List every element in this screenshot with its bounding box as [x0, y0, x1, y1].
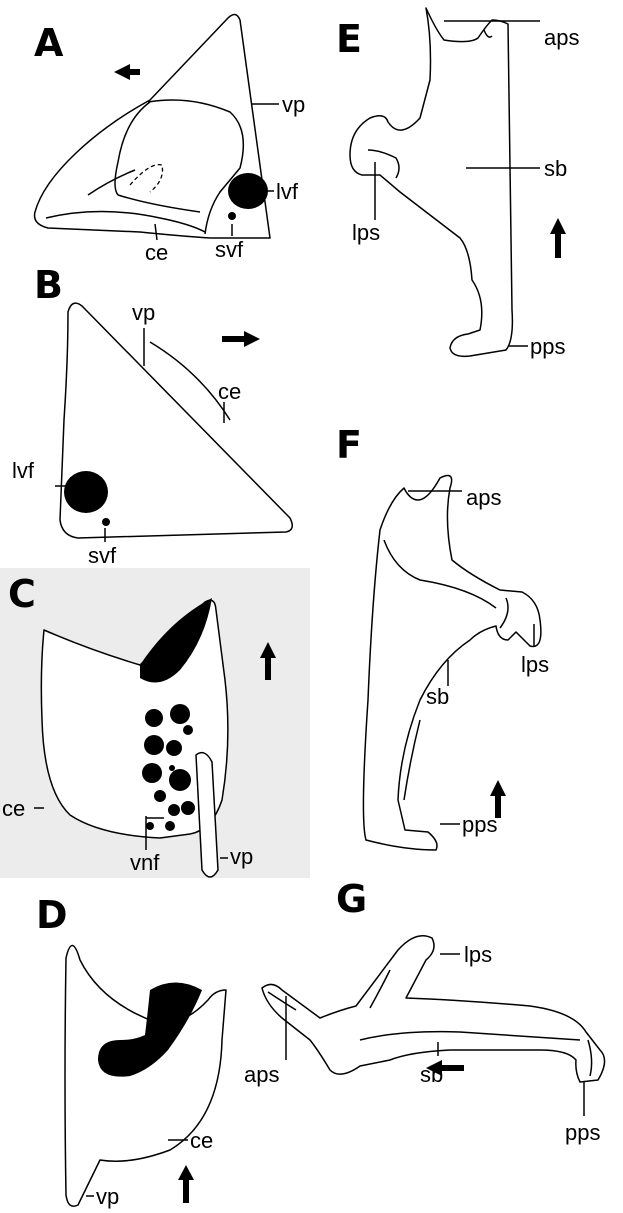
panel-b-letter: B	[34, 263, 63, 307]
panel-b-label-ce: ce	[218, 379, 241, 404]
panel-f-letter: F	[336, 423, 362, 467]
up-arrow-icon	[550, 218, 566, 258]
panel-g-drawing	[262, 936, 605, 1082]
panel-a-label-lvf: lvf	[276, 179, 299, 204]
panel-b-label-vp: vp	[132, 300, 155, 325]
panel-g-letter: G	[336, 877, 367, 921]
panel-a-label-vp: vp	[282, 92, 305, 117]
panel-d-label-ce: ce	[190, 1128, 213, 1153]
panel-g-label-pps: pps	[565, 1120, 600, 1145]
panel-b: B vp ce lvf svf	[12, 263, 292, 568]
panel-b-label-lvf: lvf	[12, 458, 35, 483]
left-arrow-icon	[114, 64, 140, 80]
panel-e-label-lps: lps	[352, 220, 380, 245]
panel-c-label-vnf: vnf	[130, 850, 160, 875]
panel-a: A vp lvf ce svf	[34, 14, 305, 265]
panel-g-label-sb: sb	[420, 1062, 443, 1087]
panel-d-letter: D	[36, 893, 68, 937]
panel-a-label-ce: ce	[145, 240, 168, 265]
panel-a-letter: A	[34, 21, 64, 65]
panel-g: G lps aps sb pps	[244, 877, 605, 1145]
panel-a-label-svf: svf	[215, 237, 244, 262]
panel-c-label-ce: ce	[2, 796, 25, 821]
panel-a-drawing	[35, 14, 270, 238]
panel-f-label-lps: lps	[521, 652, 549, 677]
panel-g-label-lps: lps	[464, 942, 492, 967]
panel-b-large-foramen	[64, 471, 108, 513]
panel-g-label-aps: aps	[244, 1062, 279, 1087]
panel-f: F aps lps sb pps	[336, 423, 549, 850]
panel-a-small-foramen	[228, 212, 236, 220]
panel-f-label-pps: pps	[462, 812, 497, 837]
panel-e-label-aps: aps	[544, 25, 579, 50]
panel-d-label-vp: vp	[96, 1184, 119, 1209]
panel-e: E aps sb lps pps	[336, 8, 579, 359]
panel-e-label-sb: sb	[544, 156, 567, 181]
right-arrow-icon	[222, 331, 260, 347]
panel-e-label-pps: pps	[530, 334, 565, 359]
panel-b-label-svf: svf	[88, 543, 117, 568]
panel-b-small-foramen	[102, 518, 110, 526]
panel-e-letter: E	[336, 17, 362, 61]
panel-c: C ce	[0, 568, 310, 878]
up-arrow-icon	[178, 1165, 194, 1203]
panel-f-drawing	[363, 476, 540, 850]
panel-f-label-sb: sb	[426, 684, 449, 709]
panel-c-letter: C	[8, 572, 36, 616]
panel-f-label-aps: aps	[466, 485, 501, 510]
panel-d-drawing	[65, 945, 226, 1206]
panel-d: D ce vp	[36, 893, 226, 1209]
panel-c-label-vp: vp	[230, 844, 253, 869]
